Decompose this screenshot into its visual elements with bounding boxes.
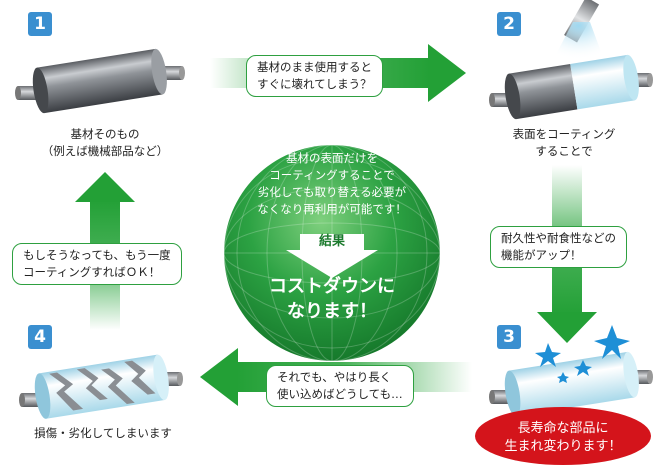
center-conclusion: コストダウンに なります！ <box>269 276 395 322</box>
step-1-badge: 1 <box>28 12 52 36</box>
note-top: 基材のまま使用すると すぐに壊れてしまう？ <box>246 55 383 97</box>
step-4-label: 損傷・劣化してしまいます <box>34 426 172 440</box>
step-2-badge: 2 <box>497 12 521 36</box>
sparkle-stars <box>535 325 630 383</box>
note-bottom: それでも、やはり長く 使い込めばどうしても… <box>266 365 414 407</box>
step-1-label: 基材そのもの （例えば機械部品など） <box>41 127 169 158</box>
step-3-label: 長寿命な部品に 生まれ変わります！ <box>504 421 622 454</box>
result-label: 結果 <box>318 234 345 249</box>
highlight-ellipse <box>475 407 651 465</box>
step-4-badge: 4 <box>28 325 52 349</box>
roller-damaged <box>19 354 183 419</box>
center-body-text: 基材の表面だけを コーティングすることで 劣化しても取り替える必要が なくなり再… <box>257 151 407 216</box>
roller-base <box>15 48 185 114</box>
roller-coating <box>489 0 653 120</box>
note-left: もしそうなっても、もう一度 コーティングすればＯＫ！ <box>12 243 182 285</box>
step-3-badge: 3 <box>497 325 521 349</box>
note-right: 耐久性や耐食性などの 機能がアップ！ <box>490 226 627 268</box>
roller-long-life <box>489 325 653 417</box>
globe <box>223 144 441 362</box>
step-2-label: 表面をコーティング することで <box>512 127 616 158</box>
